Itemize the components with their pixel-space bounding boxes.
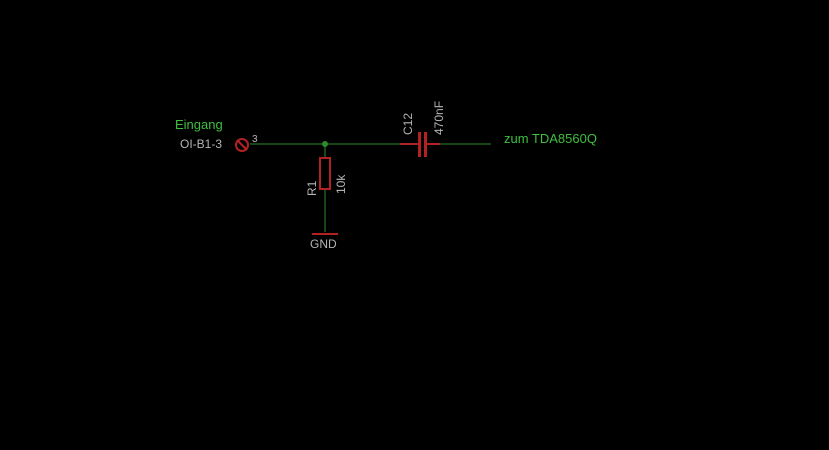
capacitor-name-label: C12 bbox=[401, 113, 415, 135]
resistor-name-label: R1 bbox=[305, 180, 319, 196]
resistor-value-label: 10k bbox=[334, 174, 348, 194]
connector-pin-number: 3 bbox=[252, 134, 258, 145]
capacitor-symbol[interactable] bbox=[400, 132, 440, 157]
capacitor-value-label: 470nF bbox=[432, 101, 446, 135]
connector-name-label: OI-B1-3 bbox=[180, 137, 222, 151]
junction-dot bbox=[322, 141, 328, 147]
input-net-label: Eingang bbox=[175, 117, 223, 132]
ground-label: GND bbox=[310, 237, 337, 251]
output-net-label: zum TDA8560Q bbox=[504, 131, 597, 146]
connector-symbol[interactable] bbox=[235, 138, 249, 152]
resistor-symbol[interactable] bbox=[319, 157, 331, 190]
